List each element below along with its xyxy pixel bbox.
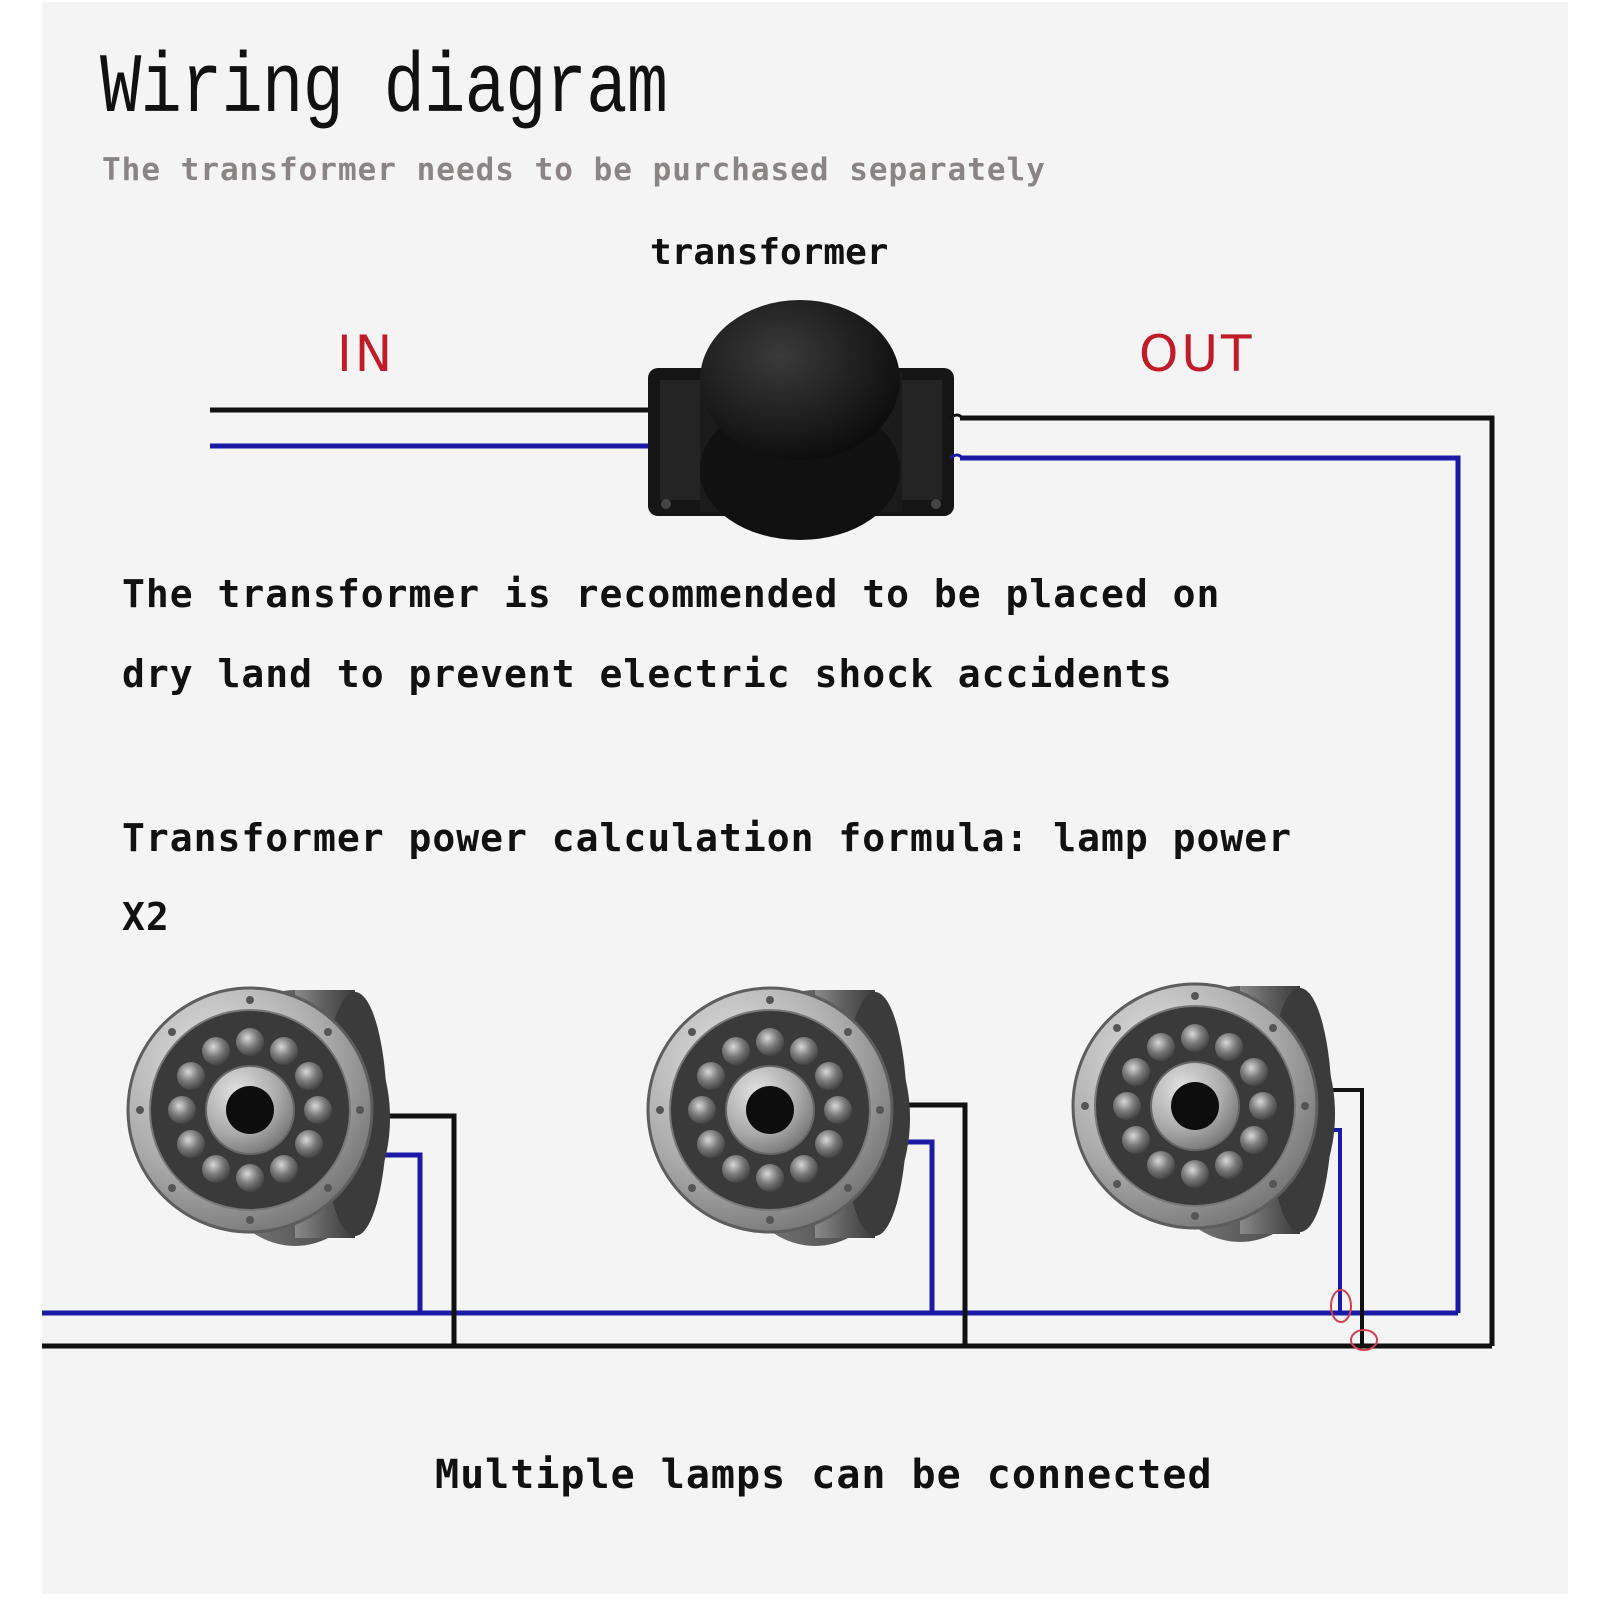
output-wire-blue	[960, 455, 1461, 1313]
transformer-label: transformer	[650, 232, 889, 273]
input-label: IN	[337, 325, 396, 383]
formula-note-line-1: Transformer power calculation formula: l…	[122, 816, 1293, 860]
page-title: Wiring diagram	[100, 42, 668, 137]
page-subtitle: The transformer needs to be purchased se…	[102, 152, 1046, 188]
lamp-2	[646, 986, 912, 1248]
junction-mark-blue	[1330, 1289, 1352, 1323]
placement-note-line-1: The transformer is recommended to be pla…	[122, 572, 1221, 616]
lamp-1-blue-lead	[378, 1152, 423, 1313]
lamps-caption: Multiple lamps can be connected	[435, 1452, 1213, 1498]
junction-mark-black	[1350, 1329, 1378, 1351]
output-label: OUT	[1139, 325, 1255, 383]
lamp-3-blue-lead	[1330, 1128, 1342, 1313]
lamp-2-black-lead	[900, 1102, 968, 1346]
lamp-1	[126, 986, 392, 1248]
lamp-3	[1071, 982, 1337, 1244]
lamp-1-black-lead	[378, 1113, 457, 1346]
transformer-image	[648, 300, 964, 540]
placement-note-line-2: dry land to prevent electric shock accid…	[122, 652, 1173, 696]
lamp-3-black-lead	[1330, 1088, 1364, 1346]
lamp-2-blue-lead	[900, 1139, 935, 1313]
diagram-background	[42, 2, 1568, 1594]
output-wire-black	[960, 415, 1495, 1346]
formula-note-line-2: X2	[122, 895, 170, 939]
